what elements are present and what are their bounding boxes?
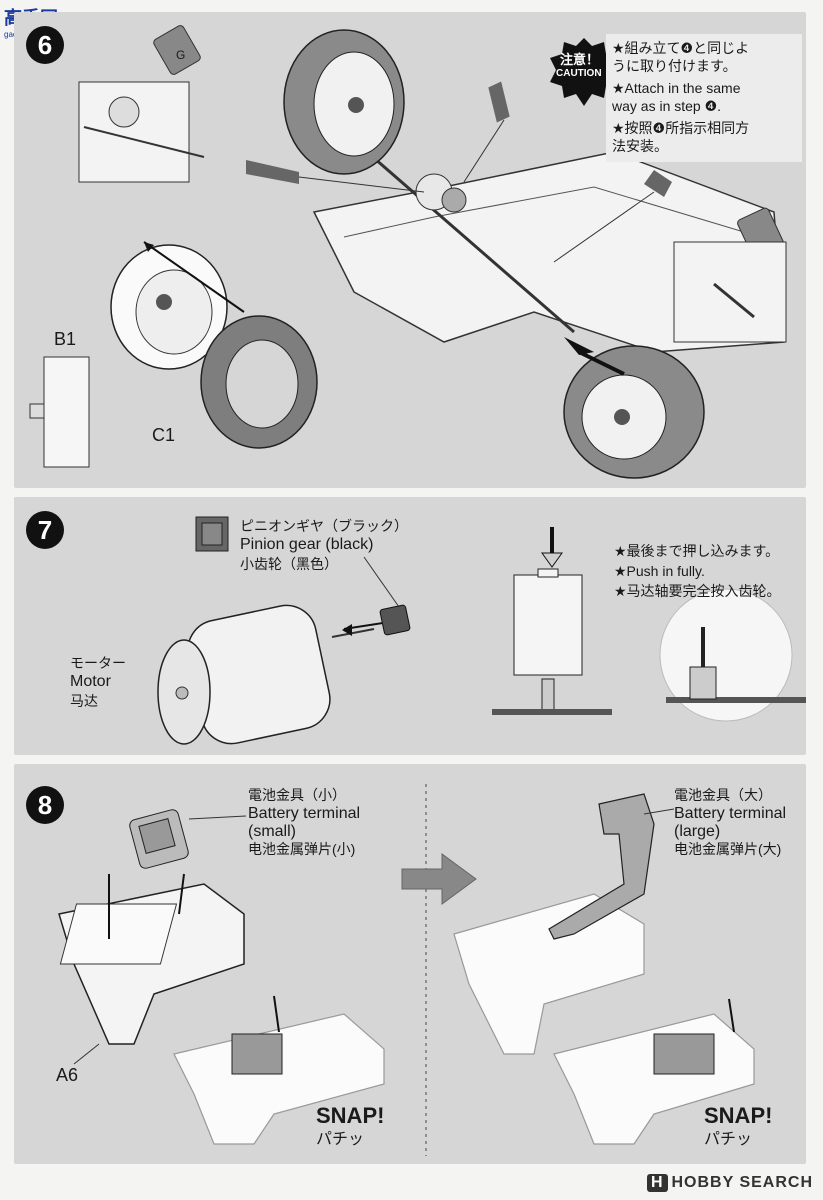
caution-note-line: way as in step ❹.: [612, 98, 722, 114]
step-6-panel: 6: [14, 12, 806, 488]
step-number: 7: [26, 511, 64, 549]
motor-label-jp: モーター: [70, 655, 126, 671]
pinion-label-jp: ピニオンギヤ（ブラック）: [240, 518, 408, 534]
snap-label-right: SNAP! パチッ: [704, 1104, 772, 1152]
step-8-illustration: [58, 784, 755, 1156]
part-label-b1: B1: [54, 329, 77, 349]
caution-note-line: ★Attach in the same: [612, 80, 741, 96]
snap-label-left: SNAP! パチッ: [316, 1104, 384, 1152]
small-terminal-en: Battery terminal: [248, 805, 361, 822]
caution-note-line: ★按照❹所指示相同方: [612, 120, 750, 136]
part-label-c1: C1: [152, 425, 176, 445]
push-note-cn: ★马达轴要完全按入齿轮。: [614, 583, 781, 599]
snap-sound-jp: パチッ: [704, 1131, 753, 1148]
large-terminal-cn: 电池金属弹片(大): [674, 841, 782, 857]
step-7-illustration: [157, 516, 806, 745]
small-terminal-size: (small): [248, 823, 296, 840]
small-terminal-cn: 电池金属弹片(小): [248, 841, 356, 857]
caution-note-box: ★組み立て❹と同じよ うに取り付けます。 ★Attach in the same…: [606, 34, 802, 162]
push-note-en: ★Push in fully.: [614, 563, 705, 579]
hobby-search-mark: H: [646, 1174, 668, 1192]
large-terminal-jp: 電池金具（大）: [674, 787, 772, 803]
large-terminal-size: (large): [674, 823, 721, 840]
small-terminal-jp: 電池金具（小）: [248, 787, 346, 803]
step-8-panel: 8 電池金具（小） Battery terminal (small) 电池金属弹…: [14, 764, 806, 1164]
step-7-panel: 7 ピニオンギヤ（ブラック） Pinion gear (black) 小齿轮（黑…: [14, 497, 806, 755]
motor-label-en: Motor: [70, 673, 111, 690]
large-terminal-en: Battery terminal: [674, 805, 787, 822]
caution-note-line: うに取り付けます。: [612, 58, 737, 74]
pinion-label-cn: 小齿轮（黑色）: [240, 556, 338, 572]
caution-jp: 注意！: [560, 52, 600, 67]
step-number: 6: [26, 26, 64, 64]
caution-note-line: 法安装。: [612, 138, 668, 154]
pinion-label-en: Pinion gear (black): [240, 536, 374, 553]
push-note-jp: ★最後まで押し込みます。: [614, 543, 780, 559]
snap-text: SNAP!: [704, 1103, 773, 1128]
hobby-search-text: HOBBY SEARCH: [671, 1174, 813, 1191]
glue-label: G: [176, 48, 186, 62]
caution-en: CAUTION: [556, 68, 602, 79]
step-6-illustration: [29, 25, 787, 479]
part-label-a6: A6: [56, 1065, 79, 1085]
caution-badge: [550, 38, 618, 106]
snap-sound-jp: パチッ: [316, 1131, 365, 1148]
snap-text: SNAP!: [316, 1103, 385, 1128]
motor-label-cn: 马达: [70, 693, 98, 709]
caution-note-line: ★組み立て❹と同じよ: [612, 40, 750, 56]
step-number: 8: [26, 786, 64, 824]
